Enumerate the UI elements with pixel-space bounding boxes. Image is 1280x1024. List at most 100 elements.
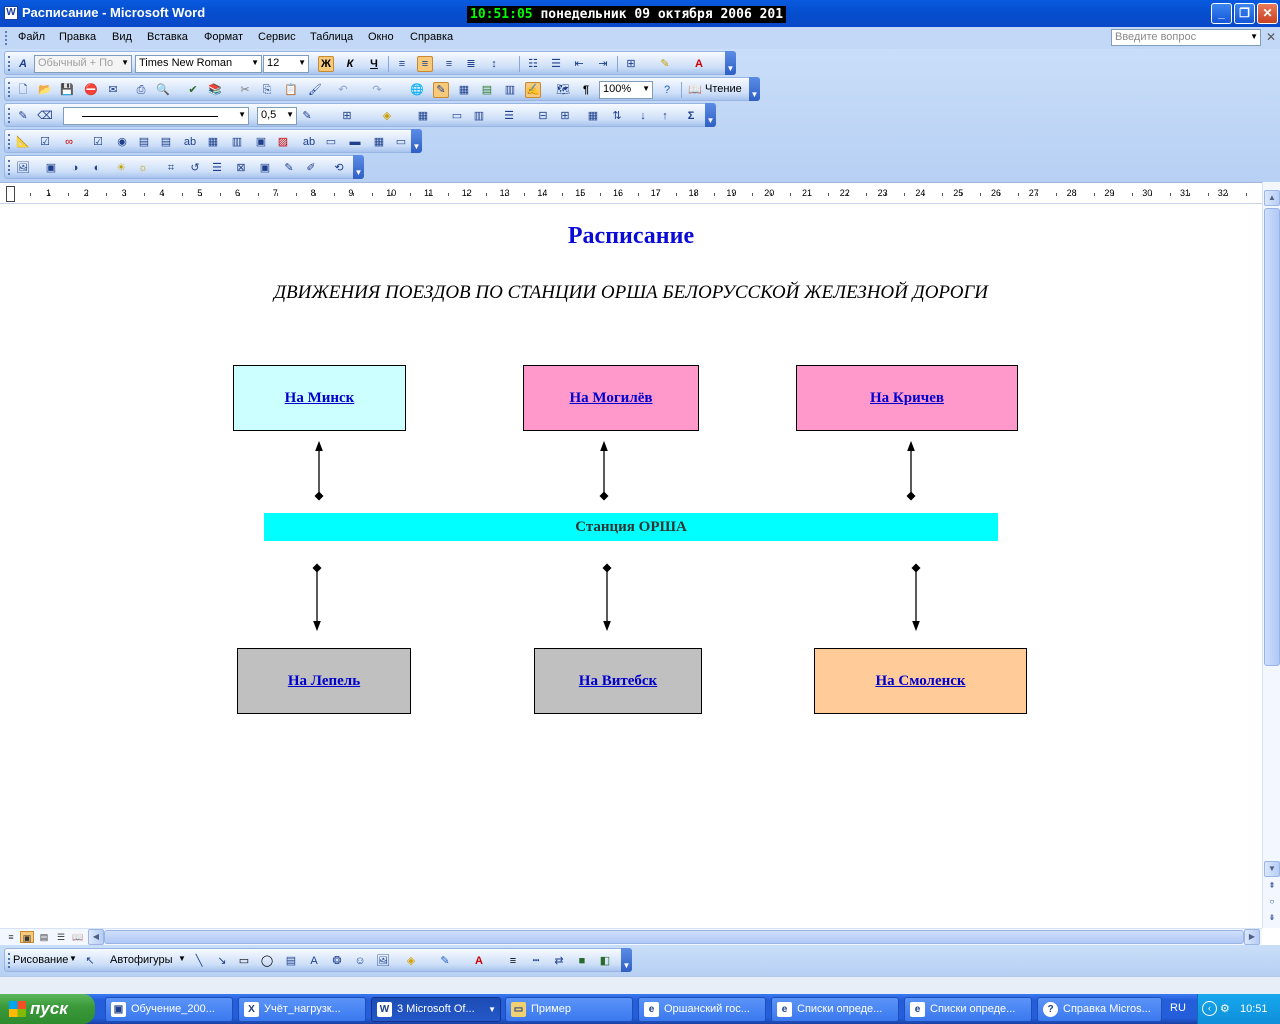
sort-ascending-icon[interactable]: ↓: [640, 110, 646, 122]
document-close-icon[interactable]: ✕: [1266, 30, 1277, 44]
drawing-icon[interactable]: ✍: [525, 82, 541, 98]
destination-box-minsk[interactable]: На Минск: [233, 365, 406, 431]
compress-icon[interactable]: ⊠: [236, 162, 246, 174]
justify-icon[interactable]: ≣: [466, 58, 476, 70]
permission-icon[interactable]: ⛔: [84, 84, 98, 96]
font-combo[interactable]: Times New Roman▼: [135, 55, 262, 73]
insert-table-icon[interactable]: ▦: [417, 110, 429, 122]
outline-view-icon[interactable]: ☰: [56, 932, 66, 942]
save-icon[interactable]: 💾: [60, 84, 74, 96]
chevron-left-icon[interactable]: ‹: [1202, 1001, 1217, 1016]
checkbox-control-icon[interactable]: ☑: [93, 136, 103, 148]
toolbar-options-icon[interactable]: ▼: [705, 103, 716, 127]
destination-box-smolensk[interactable]: На Смоленск: [814, 648, 1027, 714]
toggle-control-icon[interactable]: ▬: [349, 136, 361, 148]
arrow-tool-icon[interactable]: ↘: [217, 955, 227, 967]
destination-box-lepel[interactable]: На Лепель: [237, 648, 411, 714]
reading-mode-icon[interactable]: 📖: [688, 84, 702, 96]
print-icon[interactable]: ⎙: [136, 84, 146, 96]
toolbar-options-icon[interactable]: ▼: [621, 948, 632, 972]
text-wrapping-icon[interactable]: ▣: [259, 162, 271, 174]
highlight-icon[interactable]: ✎: [660, 58, 670, 70]
scroll-right-icon[interactable]: ▶: [1244, 929, 1260, 945]
table-autoformat-icon[interactable]: ▦: [587, 110, 599, 122]
textbox-tool-icon[interactable]: ▤: [285, 955, 297, 967]
start-button[interactable]: пуск: [0, 994, 95, 1024]
help-icon[interactable]: ?: [663, 84, 671, 96]
network-icon[interactable]: ⚙: [1220, 1003, 1230, 1015]
word-app-icon[interactable]: W: [4, 6, 18, 20]
less-contrast-icon[interactable]: ◐: [93, 162, 101, 174]
spin-control-icon[interactable]: ▦: [207, 136, 219, 148]
font-color-icon[interactable]: A: [695, 58, 703, 70]
label-icon[interactable]: ab: [302, 136, 316, 148]
destination-link-vitebsk[interactable]: На Витебск: [578, 672, 658, 689]
frame-icon[interactable]: ▭: [325, 136, 337, 148]
destination-link-krichev[interactable]: На Кричев: [870, 389, 944, 406]
insert-picture-icon[interactable]: 🖼: [16, 162, 30, 174]
shading-icon[interactable]: ◈: [382, 110, 392, 122]
menu-insert[interactable]: Вставка: [147, 31, 188, 43]
copy-icon[interactable]: ⎘: [262, 84, 272, 96]
chevron-down-icon[interactable]: ▼: [121, 58, 129, 67]
document-page[interactable]: Расписание ДВИЖЕНИЯ ПОЕЗДОВ ПО СТАНЦИИ О…: [0, 204, 1262, 928]
menu-view[interactable]: Вид: [112, 31, 132, 43]
toolbar-options-icon[interactable]: ▼: [411, 129, 422, 153]
scroll-left-icon[interactable]: ◀: [88, 929, 104, 945]
3d-style-icon[interactable]: ◧: [599, 955, 611, 967]
chevron-down-icon[interactable]: ▼: [69, 954, 77, 963]
new-document-icon[interactable]: 🗋: [18, 84, 28, 96]
hyperlink-icon[interactable]: 🌐: [410, 84, 424, 96]
font-color-icon[interactable]: A: [475, 955, 483, 967]
menu-help[interactable]: Справка: [410, 31, 454, 43]
draw-menu-button[interactable]: Рисование: [13, 954, 69, 966]
visual-basic-icon[interactable]: ∞: [65, 136, 73, 148]
style-combo[interactable]: Обычный + По▼: [34, 55, 132, 73]
more-contrast-icon[interactable]: ◑: [71, 162, 79, 174]
destination-box-vitebsk[interactable]: На Витебск: [534, 648, 702, 714]
paste-icon[interactable]: 📋: [284, 84, 298, 96]
italic-button[interactable]: К: [346, 58, 354, 70]
align-cell-icon[interactable]: ☰: [504, 110, 514, 122]
border-color-icon[interactable]: ✎: [302, 110, 312, 122]
maximize-button[interactable]: ❐: [1234, 3, 1255, 24]
textbox-control-icon[interactable]: ab: [183, 136, 197, 148]
oval-tool-icon[interactable]: ◯: [260, 955, 274, 967]
destination-link-lepel[interactable]: На Лепель: [287, 672, 361, 689]
minimize-button[interactable]: _: [1211, 3, 1232, 24]
web-view-icon[interactable]: ▣: [20, 931, 34, 943]
taskbar-item[interactable]: ▭Пример: [505, 997, 633, 1022]
help-search-input[interactable]: Введите вопрос▼: [1111, 29, 1261, 46]
hscroll-thumb[interactable]: [104, 930, 1244, 944]
toolbar-options-icon[interactable]: ▼: [353, 155, 364, 179]
autoshapes-menu-button[interactable]: Автофигуры: [110, 954, 173, 966]
chevron-down-icon[interactable]: ▼: [178, 954, 186, 963]
dash-style-icon[interactable]: ┅: [532, 955, 540, 967]
previous-page-icon[interactable]: ⇞: [1268, 881, 1276, 890]
close-button[interactable]: ✕: [1257, 3, 1278, 24]
line-weight-combo[interactable]: 0,5▼: [257, 107, 297, 125]
chevron-down-icon[interactable]: ▼: [238, 110, 246, 119]
color-icon[interactable]: ▣: [45, 162, 57, 174]
indent-marker[interactable]: [6, 186, 15, 202]
listbox-control-icon[interactable]: ▤: [160, 136, 172, 148]
print-layout-icon[interactable]: ▤: [39, 932, 49, 942]
toolbar-grip[interactable]: [8, 134, 10, 149]
taskbar-item[interactable]: ?Справка Micros...: [1037, 997, 1162, 1022]
set-transparent-icon[interactable]: ✐: [306, 162, 316, 174]
destination-box-mogilev[interactable]: На Могилёв: [523, 365, 699, 431]
zoom-combo[interactable]: 100%▼: [599, 81, 653, 99]
format-painter-icon[interactable]: 🖌: [308, 84, 322, 96]
undo-icon[interactable]: ↶: [338, 84, 348, 96]
reading-mode-label[interactable]: Чтение: [705, 83, 742, 95]
shadow-icon[interactable]: ■: [578, 955, 586, 967]
next-page-icon[interactable]: ⇟: [1268, 913, 1276, 922]
toolbar-grip[interactable]: [8, 56, 10, 71]
borders-icon[interactable]: ⊞: [626, 58, 636, 70]
font-size-combo[interactable]: 12▼: [263, 55, 309, 73]
eraser-icon[interactable]: ⌫: [37, 110, 53, 122]
design-mode-icon[interactable]: 📐: [16, 136, 30, 148]
